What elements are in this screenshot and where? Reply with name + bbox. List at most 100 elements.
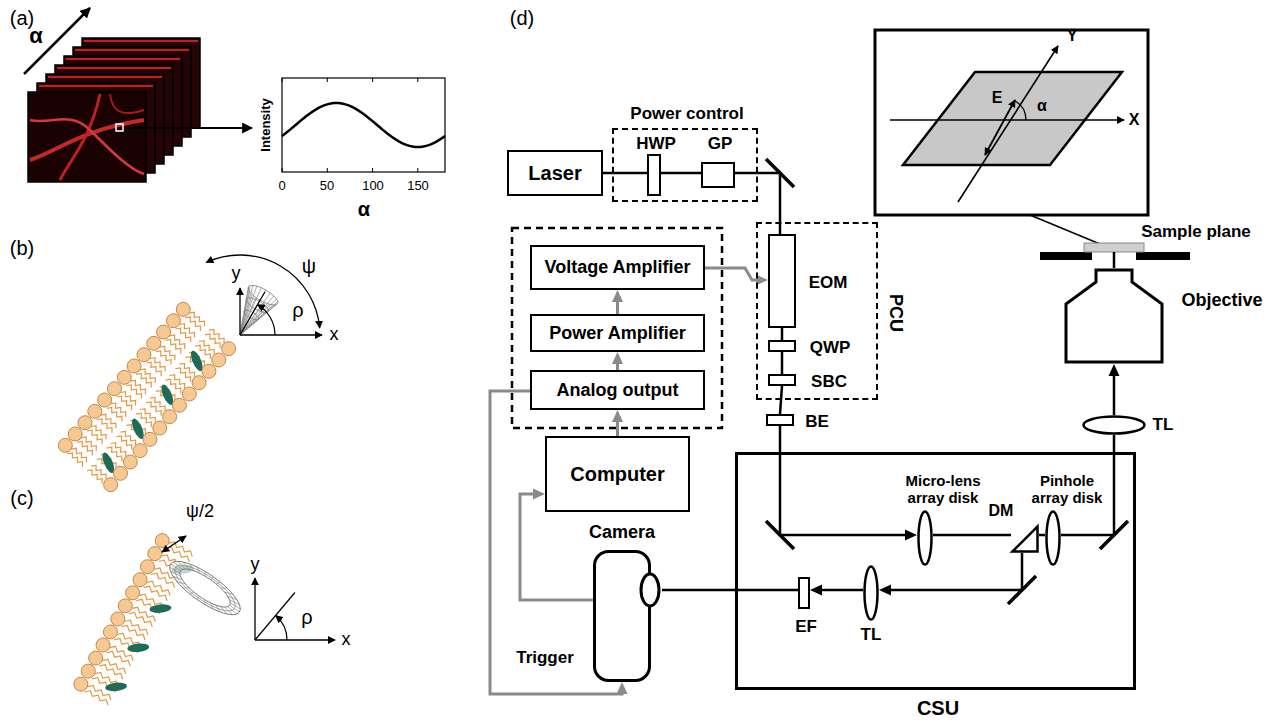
node-label: TL (861, 625, 882, 645)
lipid-tail (97, 419, 112, 433)
image-filament (60, 94, 100, 180)
node-label: TL (1153, 415, 1174, 435)
process-box: Voltage Amplifier (530, 245, 705, 290)
signal-wire (705, 268, 768, 286)
lens: Pinhole array disk (1045, 510, 1061, 566)
ring-line (173, 562, 183, 569)
camera-lens (641, 574, 659, 606)
signal-wire (612, 410, 623, 436)
lipid-head (182, 387, 196, 401)
lipid-tail (101, 414, 116, 428)
arrow-head (879, 585, 891, 596)
lens-outline (919, 512, 932, 565)
image-edge (84, 40, 198, 42)
ring-line (171, 564, 181, 571)
ring-line (190, 591, 194, 596)
label: Y (1067, 27, 1078, 45)
node-label: GP (708, 134, 733, 154)
beam-path (1109, 364, 1120, 415)
lipid-tail (122, 625, 146, 640)
node-label: Power Amplifier (549, 323, 685, 344)
shape-outline (1064, 268, 1164, 364)
cone-line (240, 305, 276, 335)
lipid-heads (74, 534, 169, 692)
cone-axis (255, 593, 295, 641)
node-label: Objective (1181, 290, 1262, 311)
lipid-head (202, 364, 216, 378)
lens: TL (863, 565, 879, 621)
optic-element: HWP (647, 154, 661, 196)
lipid-tails (67, 312, 224, 484)
label: ρ (292, 299, 303, 321)
ring-edge (163, 552, 248, 623)
lipid-tail (140, 369, 155, 383)
lens-outline (1084, 417, 1145, 434)
lens-outline (865, 567, 878, 620)
camera: Camera (593, 550, 662, 682)
ring-line (203, 571, 207, 576)
lipid-head (192, 376, 206, 390)
beam-path (1039, 535, 1045, 536)
lipid-tail (85, 691, 109, 706)
lipid-tail (120, 392, 135, 406)
node-label: Analog output (557, 380, 679, 401)
probe-molecule (127, 642, 150, 652)
orientation-ring (163, 552, 248, 623)
lipid-tail (156, 351, 171, 365)
optic-element: EF (798, 577, 810, 609)
ring-line (221, 585, 227, 591)
lipid-head (127, 359, 141, 373)
beam-path (662, 590, 798, 591)
node-label: CSU (917, 697, 959, 720)
angle-arc (258, 305, 276, 335)
lipid-tail (150, 358, 165, 372)
label: X (1129, 111, 1140, 129)
lipid-head (111, 612, 125, 626)
label: (d) (510, 7, 534, 29)
node-label: BE (805, 412, 829, 432)
beam-path (810, 585, 863, 596)
tick (327, 168, 328, 172)
lipid-tail (117, 396, 132, 410)
label: ψ (302, 255, 316, 277)
lipid-tail (111, 403, 126, 417)
lipid-head (166, 314, 180, 328)
connector-line (780, 386, 782, 414)
image-edge (39, 85, 153, 87)
ring-edge (175, 563, 236, 614)
dichroic-mirror: DM (1011, 525, 1039, 553)
label: E (992, 89, 1003, 107)
ring-line (197, 596, 199, 599)
node-label: SBC (811, 372, 847, 392)
lipid-tail (179, 324, 194, 338)
lipid-head (68, 427, 82, 441)
lipid-head (222, 342, 236, 356)
arrow-head (612, 352, 623, 364)
lipid-head (126, 586, 140, 600)
lipid-tail (81, 437, 96, 451)
axis (890, 119, 1124, 121)
lipid-head (113, 466, 127, 480)
lipid-head (147, 336, 161, 350)
lipid-head (155, 534, 169, 548)
lipid-tail (189, 312, 204, 326)
unit-box: CSUMicro-lens array diskDMPinhole array … (735, 452, 1136, 690)
lipid-tail (209, 329, 224, 343)
lipid-tail (166, 547, 190, 562)
label: 150 (407, 179, 429, 193)
lipid-tail (199, 341, 214, 355)
ring-line (203, 600, 207, 605)
label: ψ/2 (186, 502, 214, 522)
node-label: Micro-lens array disk (901, 472, 985, 507)
image-edge (66, 58, 180, 60)
node-label: Power control (630, 104, 743, 124)
lipid-head (153, 421, 167, 435)
label: Trigger (516, 649, 574, 668)
optic-element: GP (701, 162, 735, 188)
node-label: Laser (528, 162, 581, 185)
shape-outline (1082, 415, 1146, 435)
tick (417, 168, 418, 172)
lipid-tail (150, 397, 165, 411)
beam-path (782, 352, 783, 374)
arrow-head (533, 489, 545, 500)
